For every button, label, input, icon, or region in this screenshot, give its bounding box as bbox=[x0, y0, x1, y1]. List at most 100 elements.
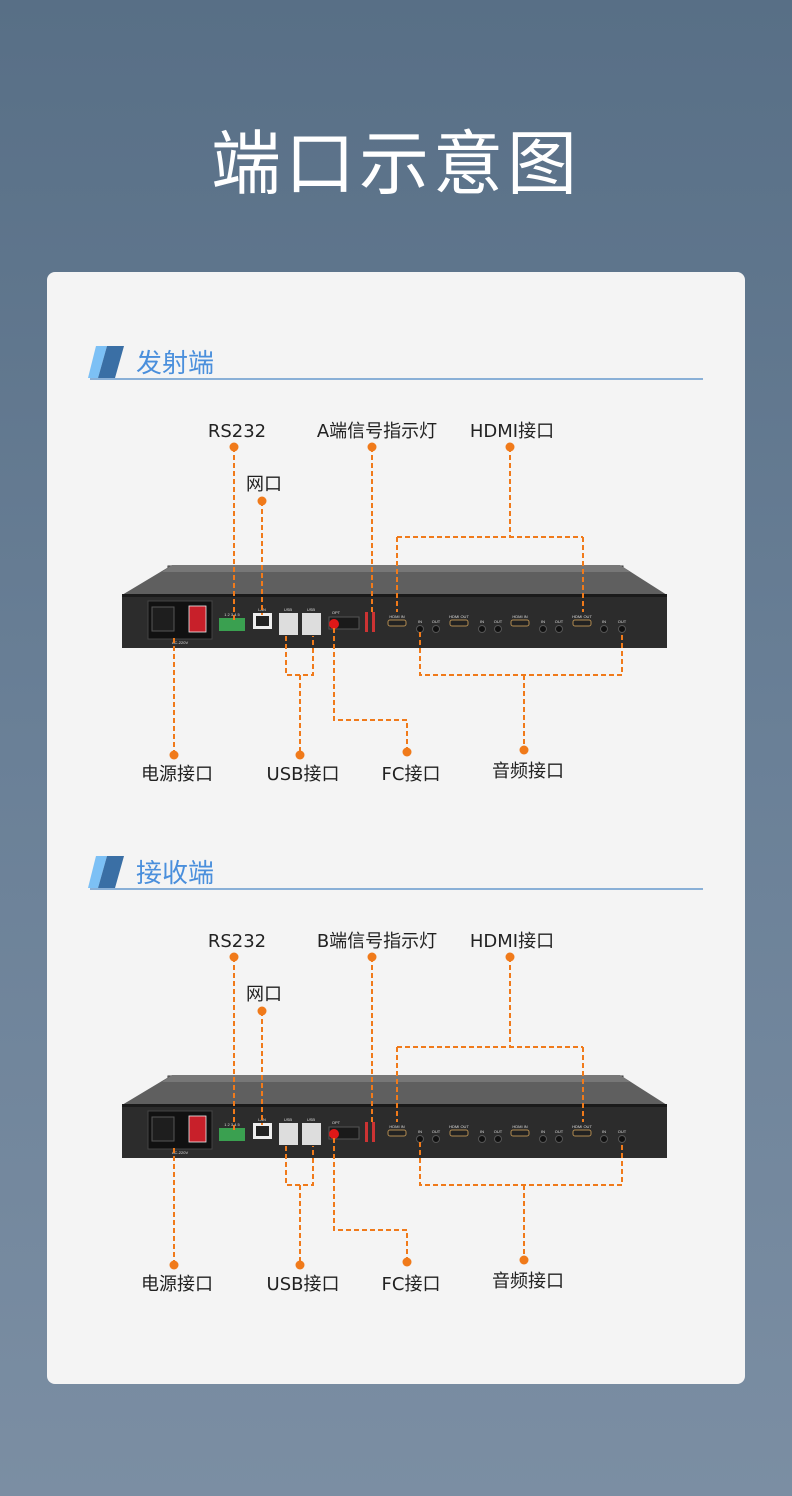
usb-leader bbox=[285, 1146, 314, 1265]
rs232-label: RS232 bbox=[208, 931, 266, 952]
usb-port bbox=[302, 613, 321, 635]
fc-dot bbox=[402, 747, 412, 757]
hdmi-port bbox=[449, 1129, 469, 1137]
diagram-card bbox=[47, 272, 745, 1384]
audio-jack-label: OUT bbox=[555, 619, 564, 624]
hdmi-port bbox=[510, 619, 530, 627]
power-switch bbox=[188, 1115, 207, 1143]
hdmi-port-label: HDMI IN bbox=[512, 614, 527, 619]
audio-jack-label: OUT bbox=[618, 619, 627, 624]
audio-jack-label: IN bbox=[602, 619, 606, 624]
indicator-label: B端信号指示灯 bbox=[317, 931, 437, 952]
audio-jack-label: OUT bbox=[432, 619, 441, 624]
opt-label: OPT bbox=[332, 610, 341, 615]
audio-jack bbox=[539, 625, 547, 633]
section-1: 接收端 AC-220V 1 2 3 4 5 bbox=[88, 856, 703, 1295]
hdmi-port bbox=[572, 619, 592, 627]
hdmi-port-label: HDMI OUT bbox=[572, 1124, 592, 1129]
power-dot bbox=[169, 1260, 179, 1270]
section-heading-icon bbox=[88, 346, 124, 378]
power-port-label: 电源接口 bbox=[141, 1274, 213, 1295]
usb-port bbox=[302, 1123, 321, 1145]
usb-label: USB bbox=[307, 607, 316, 612]
lan-dot bbox=[257, 496, 267, 506]
audio-jack bbox=[600, 1135, 608, 1143]
usb-dot bbox=[295, 1260, 305, 1270]
device-chassis bbox=[122, 1075, 667, 1158]
audio-jack bbox=[432, 1135, 440, 1143]
usb-port bbox=[279, 1123, 298, 1145]
usb-dot bbox=[295, 750, 305, 760]
audio-jack-label: IN bbox=[541, 619, 545, 624]
audio-jack bbox=[539, 1135, 547, 1143]
audio-jack-label: IN bbox=[480, 619, 484, 624]
audio-jack bbox=[478, 625, 486, 633]
lan-dot bbox=[257, 1006, 267, 1016]
hdmi-port-label: HDMI IN bbox=[389, 614, 404, 619]
audio-jack-label: OUT bbox=[618, 1129, 627, 1134]
power-switch bbox=[188, 605, 207, 633]
audio-jack bbox=[494, 1135, 502, 1143]
audio-jack-label: IN bbox=[418, 619, 422, 624]
audio-jack-label: IN bbox=[541, 1129, 545, 1134]
hdmi-leader bbox=[396, 447, 584, 612]
audio-jack bbox=[618, 1135, 626, 1143]
audio-jack bbox=[416, 1135, 424, 1143]
audio-jack-label: OUT bbox=[432, 1129, 441, 1134]
section-heading-icon bbox=[88, 856, 124, 888]
audio-jack bbox=[618, 625, 626, 633]
audio-jack-label: IN bbox=[418, 1129, 422, 1134]
terminal-label: 1 2 3 4 5 bbox=[224, 612, 240, 617]
terminal-label: 1 2 3 4 5 bbox=[224, 1122, 240, 1127]
hdmi-port bbox=[387, 619, 407, 627]
usb-label: USB bbox=[307, 1117, 316, 1122]
hdmi-port-label: HDMI IN bbox=[512, 1124, 527, 1129]
hdmi-port-label: HDMI IN bbox=[389, 1124, 404, 1129]
power-dot bbox=[169, 750, 179, 760]
hdmi-dot bbox=[505, 442, 515, 452]
audio-jack bbox=[478, 1135, 486, 1143]
hdmi-port-label: HDMI OUT bbox=[572, 614, 592, 619]
section-0: 发射端 AC-220V 1 2 3 4 5 bbox=[88, 346, 703, 785]
usb-label: USB bbox=[284, 607, 293, 612]
indicator-dot bbox=[367, 952, 377, 962]
hdmi-leader bbox=[396, 957, 584, 1122]
hdmi-port bbox=[572, 1129, 592, 1137]
opt-label: OPT bbox=[332, 1120, 341, 1125]
power-label: AC-220V bbox=[172, 1150, 189, 1155]
power-port-label: 电源接口 bbox=[141, 764, 213, 785]
fc-leader bbox=[333, 628, 408, 752]
usb-port-label: USB接口 bbox=[267, 1274, 340, 1295]
fc-port-label: FC接口 bbox=[382, 1274, 441, 1295]
audio-jack-label: OUT bbox=[555, 1129, 564, 1134]
section-heading: 发射端 bbox=[136, 349, 214, 379]
rs232-dot bbox=[229, 442, 239, 452]
rs232-label: RS232 bbox=[208, 421, 266, 442]
audio-jack-label: OUT bbox=[494, 619, 503, 624]
audio-jack bbox=[494, 625, 502, 633]
power-label: AC-220V bbox=[172, 640, 189, 645]
audio-jack-label: IN bbox=[602, 1129, 606, 1134]
rs232-dot bbox=[229, 952, 239, 962]
audio-jack bbox=[432, 625, 440, 633]
audio-jack bbox=[555, 1135, 563, 1143]
fc-port bbox=[329, 1129, 339, 1139]
lan-port-label: 网口 bbox=[246, 474, 282, 495]
lan-port-label: 网口 bbox=[246, 984, 282, 1005]
audio-leader bbox=[419, 632, 623, 750]
fc-leader bbox=[333, 1138, 408, 1262]
fc-port-label: FC接口 bbox=[382, 764, 441, 785]
hdmi-label: HDMI接口 bbox=[470, 421, 554, 442]
usb-port-label: USB接口 bbox=[267, 764, 340, 785]
hdmi-port bbox=[449, 619, 469, 627]
page-title: 端口示意图 bbox=[211, 123, 581, 205]
hdmi-port-label: HDMI OUT bbox=[449, 614, 469, 619]
audio-jack bbox=[555, 625, 563, 633]
audio-leader bbox=[419, 1142, 623, 1260]
usb-port bbox=[279, 613, 298, 635]
usb-label: USB bbox=[284, 1117, 293, 1122]
hdmi-port-label: HDMI OUT bbox=[449, 1124, 469, 1129]
audio-port-label: 音频接口 bbox=[492, 1271, 564, 1292]
audio-port-label: 音频接口 bbox=[492, 761, 564, 782]
